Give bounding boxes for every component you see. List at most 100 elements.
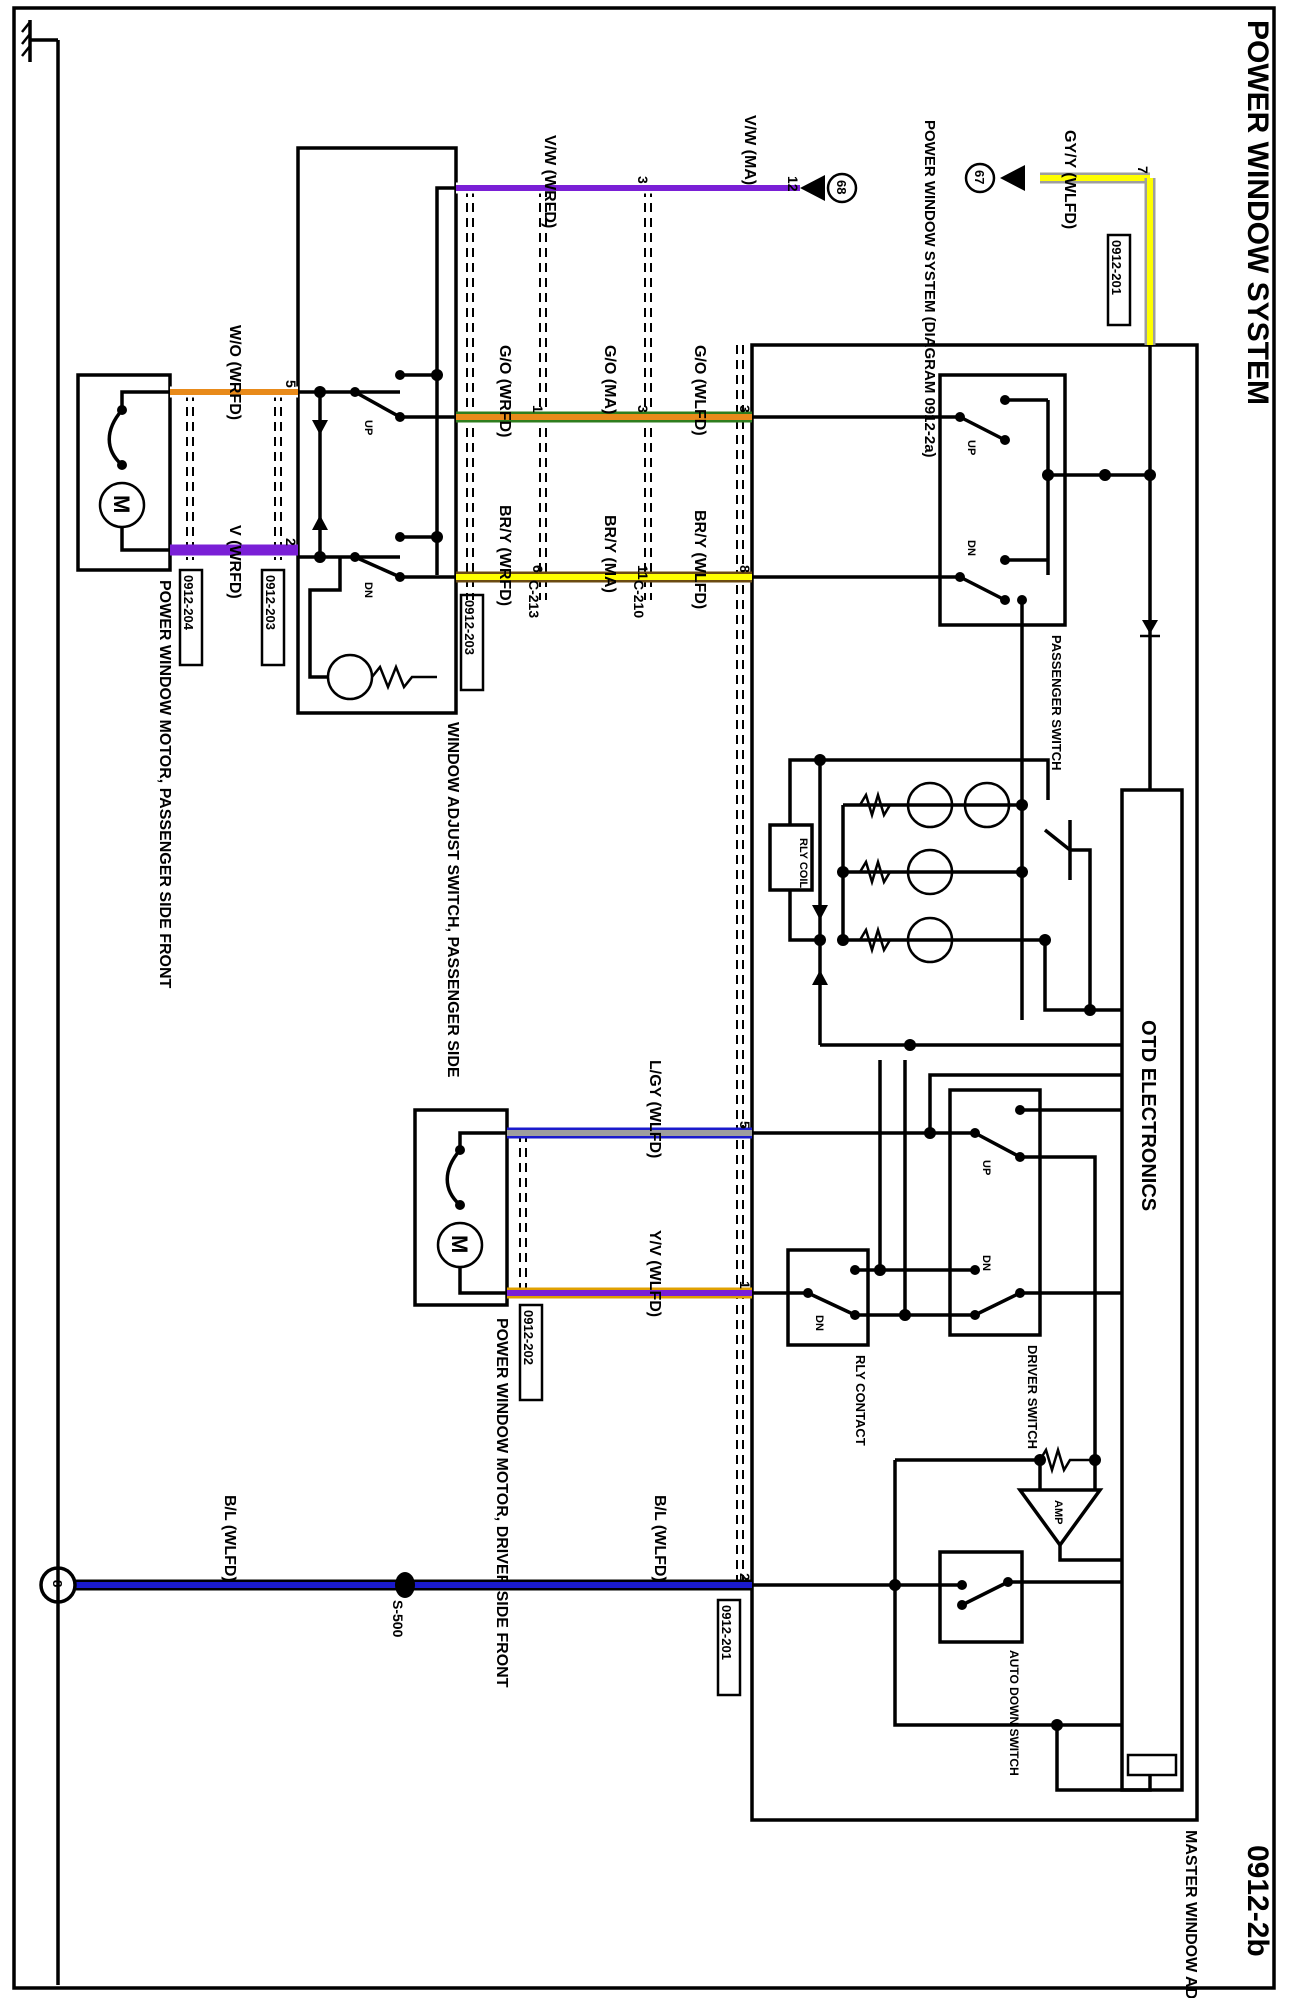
wire-label: B/L (WLFD) — [651, 1495, 668, 1582]
passenger-dn-switch — [959, 575, 1006, 602]
ref-68-desc: POWER WINDOW SYSTEM (DIAGRAM 0912-2a) — [921, 120, 938, 458]
auto-down-label: AUTO DOWN SWITCH — [1007, 1650, 1021, 1776]
amp-label: AMP — [1052, 1500, 1064, 1524]
ref-68-label: 68 — [834, 180, 849, 194]
pass-dn-label: DN — [965, 540, 977, 556]
resistor-icon — [371, 663, 437, 691]
drv-up-label: UP — [980, 1160, 992, 1175]
passenger-adjust-switch — [296, 146, 458, 715]
ref-67 — [964, 162, 996, 194]
adj-up-label: UP — [362, 420, 374, 435]
page-title: POWER WINDOW SYSTEM — [1241, 20, 1274, 405]
motor-symbol: M — [109, 495, 134, 513]
ground-icon — [21, 20, 58, 62]
wire-label: BR/Y (WRFD) — [496, 505, 513, 606]
led-icon — [963, 781, 1011, 829]
relay-coil-label: RLY COIL — [797, 838, 809, 888]
led-icon — [906, 781, 954, 829]
ref-68 — [826, 172, 858, 204]
wire-label: G/O (WRFD) — [496, 345, 513, 437]
passenger-motor-box — [76, 373, 172, 572]
pin-number: 5 — [283, 380, 299, 388]
otd-tab — [1126, 1753, 1178, 1777]
wire-label: B/L (WLFD) — [221, 1495, 238, 1582]
pin-number: 1 — [530, 405, 546, 413]
transistor-icon — [1043, 828, 1092, 1010]
ground-ref-label: 8 — [50, 1580, 65, 1587]
resistor-icon — [858, 857, 892, 887]
driver-motor-box — [413, 1108, 509, 1307]
pin-number: 11 — [635, 565, 651, 580]
svg-text:0912-202: 0912-202 — [521, 1310, 536, 1365]
led-icon — [906, 916, 954, 964]
wire-label: BR/Y (MA) — [601, 515, 618, 593]
pin-number: 8 — [737, 565, 753, 573]
connector-0912-204: 0912-204 — [178, 568, 204, 667]
master-switch-label: MASTER WINDOW ADJUST SWITCH — [1182, 1830, 1199, 1998]
wire-label: L/GY (WLFD) — [646, 1060, 663, 1158]
svg-text:0912-204: 0912-204 — [181, 575, 196, 631]
passenger-up-switch — [959, 415, 1006, 442]
ref-67-label: 67 — [972, 170, 987, 184]
diagram-id: 0912-2b — [1241, 1845, 1274, 1957]
connector-c210-label: C-210 — [631, 580, 647, 618]
connector-c213-label: C-213 — [526, 580, 542, 618]
relay-contact-box — [786, 1248, 870, 1347]
wire-runs: GY/Y (WLFD)7V/W (MA)12V/W (WRFD)3G/O (WL… — [75, 115, 1156, 1591]
wire-label: G/O (MA) — [601, 345, 618, 414]
pin-number: 1 — [737, 1281, 753, 1289]
pin-number: 2 — [283, 538, 299, 546]
diode-icon — [1142, 620, 1158, 634]
pin-number: 5 — [737, 1121, 753, 1129]
otd-electronics — [1120, 788, 1184, 1792]
connector-0912-201-bottom: 0912-201 — [716, 1598, 742, 1697]
drv-dn-label: DN — [980, 1255, 992, 1271]
adj-dn-label: DN — [362, 582, 374, 598]
motor-symbol: M — [447, 1235, 472, 1253]
passenger-switch-box — [938, 373, 1067, 627]
pin-number: 6 — [530, 565, 546, 573]
pin-number: 7 — [1135, 166, 1151, 174]
pin-number: 3 — [635, 176, 651, 184]
wire-label: W/O (WRFD) — [226, 325, 243, 420]
diode-icon — [312, 420, 328, 435]
wire-label: V/W (WRFD) — [541, 135, 558, 228]
svg-text:0912-203: 0912-203 — [263, 575, 278, 630]
splice-s500 — [395, 1572, 415, 1598]
relay-contact-label: RLY CONTACT — [853, 1355, 868, 1446]
pin-number: 3 — [635, 405, 651, 413]
splice-label: S-500 — [390, 1600, 406, 1638]
diode-icon — [312, 515, 328, 530]
wire-label: V (WRFD) — [226, 525, 243, 599]
wire-label: V/W (MA) — [741, 115, 758, 185]
svg-text:0912-201: 0912-201 — [719, 1605, 734, 1660]
otd-label: OTD ELECTRONICS — [1137, 1020, 1159, 1211]
resistor-icon — [858, 925, 892, 955]
wire-label: Y/V (WLFD) — [646, 1230, 663, 1317]
led-relay-cluster: RLY COIL — [768, 754, 1122, 1051]
wire-label: GY/Y (WLFD) — [1061, 130, 1078, 229]
svg-text:0912-203: 0912-203 — [462, 600, 477, 655]
diode-icon — [812, 970, 828, 985]
driver-switch-label: DRIVER SWITCH — [1025, 1345, 1040, 1449]
resistor-icon — [858, 790, 892, 820]
led-icon — [906, 848, 954, 896]
page-frame — [12, 6, 1276, 1990]
connector-0912-203a: 0912-203 — [459, 593, 485, 692]
pin-number: 12 — [785, 176, 801, 192]
auto-down-switch-box — [938, 1550, 1024, 1644]
resistor-icon — [1038, 1445, 1095, 1475]
pass-adjust-label: WINDOW ADJUST SWITCH, PASSENGER SIDE — [444, 722, 461, 1078]
led-icon — [326, 653, 374, 701]
pass-motor-label: POWER WINDOW MOTOR, PASSENGER SIDE FRONT — [156, 580, 173, 989]
wire-label: BR/Y (WLFD) — [691, 510, 708, 609]
wire-label: G/O (WLFD) — [691, 345, 708, 436]
diode-icon — [812, 905, 828, 920]
connector-0912-203b: 0912-203 — [260, 568, 286, 667]
amp-icon — [1016, 1488, 1104, 1548]
passenger-switch-label: PASSENGER SWITCH — [1049, 635, 1064, 771]
connector-0912-202: 0912-202 — [518, 1303, 544, 1402]
ref-arrow-67 — [1000, 165, 1025, 191]
drv-motor-label: POWER WINDOW MOTOR, DRIVER SIDE FRONT — [493, 1318, 510, 1688]
